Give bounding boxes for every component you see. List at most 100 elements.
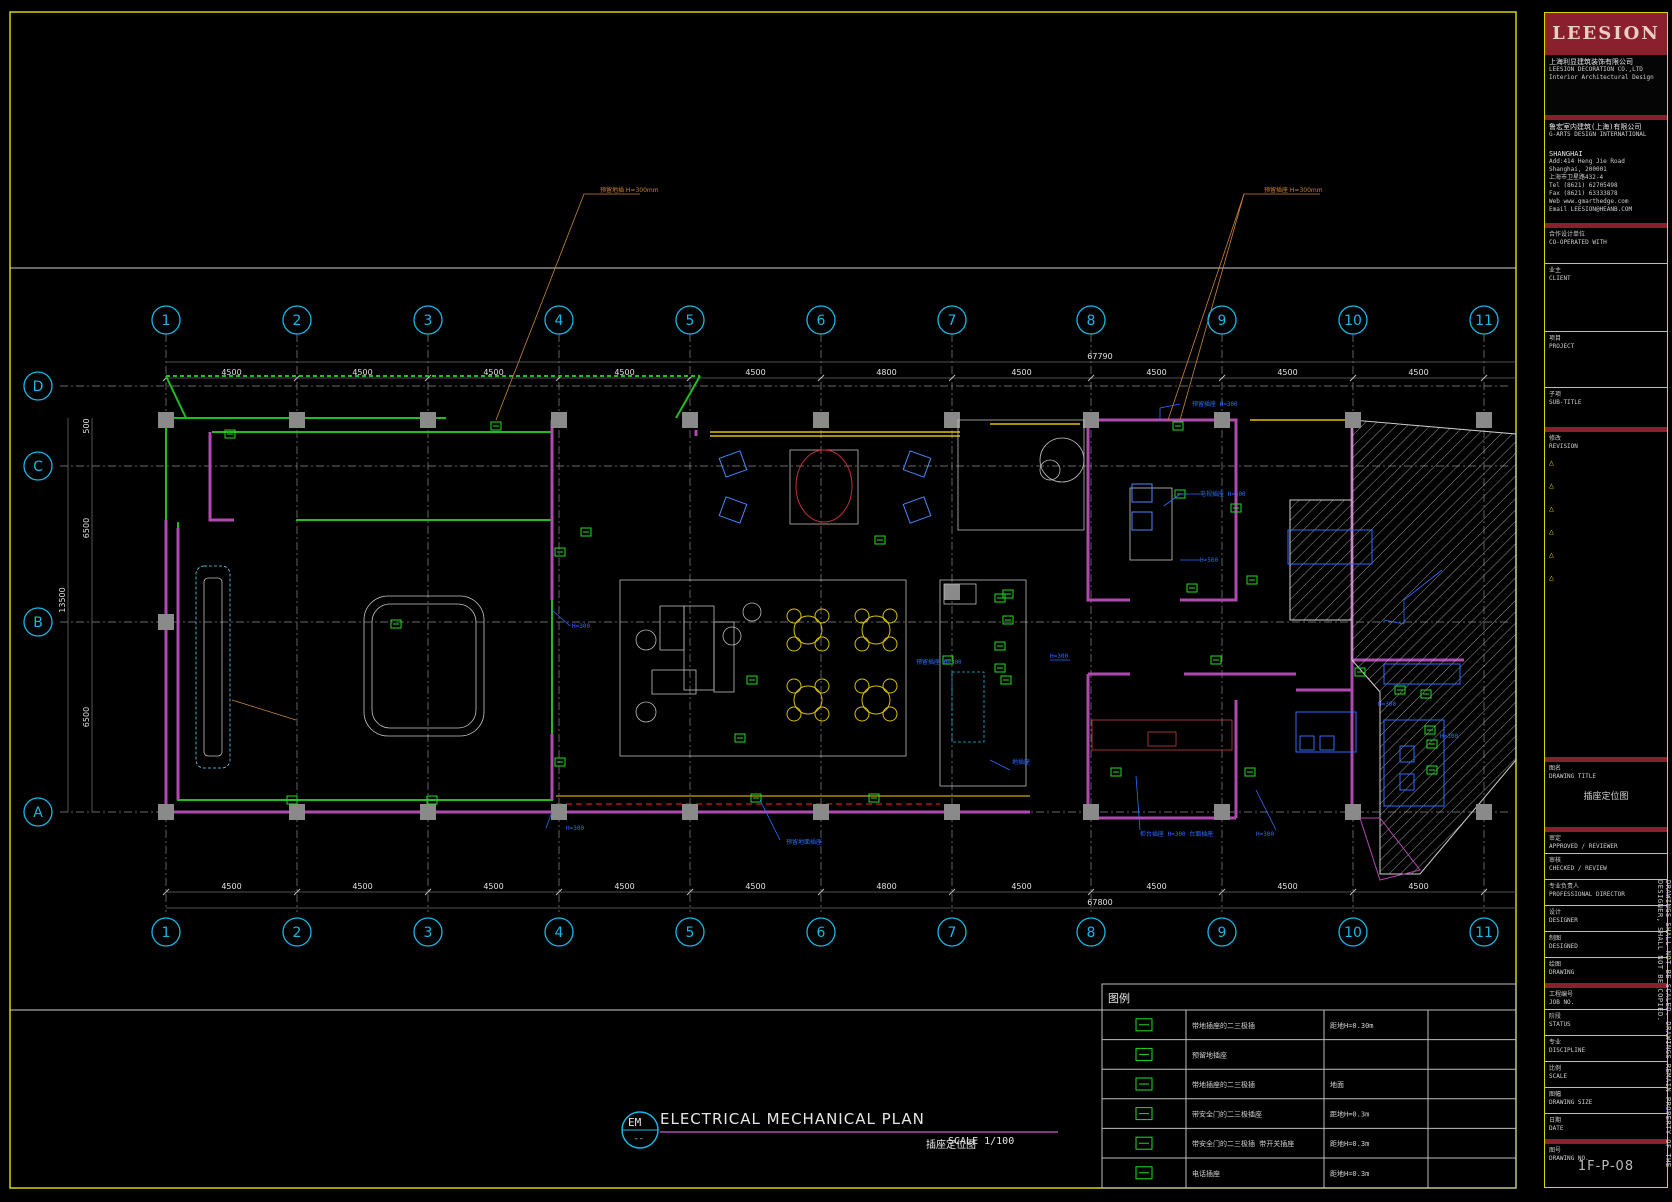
- grid-bubble-2: [282, 917, 312, 947]
- svg-text:H=300: H=300: [566, 825, 584, 832]
- legend-outlet-icon: [1135, 1047, 1153, 1061]
- outlet-icon: [1230, 503, 1242, 513]
- checked-label: 审核 CHECKED / REVIEW: [1545, 853, 1667, 879]
- grid-number-1: 1: [162, 925, 171, 941]
- outlet-box: [1394, 685, 1406, 695]
- grid-bubble-C: [23, 451, 53, 481]
- svg-text:预留地面插座: 预留地面插座: [786, 838, 822, 846]
- outlet-icon: [750, 793, 762, 803]
- chair-icon: [882, 678, 898, 694]
- column: [158, 614, 174, 630]
- chair-icon: [882, 706, 898, 722]
- company-logo: LEESION: [1545, 13, 1667, 55]
- outlet-box: [994, 641, 1006, 651]
- revision-triangle-icon: △: [1549, 550, 1554, 559]
- column: [1083, 412, 1099, 428]
- column: [813, 412, 829, 428]
- restroom-fixtures: [1295, 663, 1461, 881]
- grid-bubble-B: [23, 607, 53, 637]
- column: [682, 412, 698, 428]
- column: [1345, 412, 1361, 428]
- legend-note: 地面: [1330, 1080, 1344, 1089]
- outlet-box: [1002, 615, 1014, 625]
- dim-text: 4500: [745, 368, 765, 377]
- dining-set: [786, 678, 830, 722]
- co-operated-label: 合作设计单位 CO-OPERATED WITH: [1545, 223, 1667, 263]
- grid-letter-D: D: [33, 379, 44, 395]
- grid-bubble-3: [413, 917, 443, 947]
- plan-subtitle: 插座定位图: [926, 1140, 976, 1151]
- grid-number-6: 6: [817, 313, 826, 329]
- column: [420, 804, 436, 820]
- project-label: 项目 PROJECT: [1545, 331, 1667, 387]
- outlet-icon: [490, 421, 502, 431]
- outlet-box: [554, 547, 566, 557]
- dim-text: 4500: [1408, 368, 1428, 377]
- svg-text:H=300: H=300: [1050, 653, 1068, 660]
- dim-tick: [817, 374, 825, 382]
- sheet-number: 1F-P-08: [1577, 1159, 1635, 1174]
- grid-number-4: 4: [555, 925, 564, 941]
- outlet-box: [734, 733, 746, 743]
- outlet-box: [868, 793, 880, 803]
- legend-outlet-icon: [1135, 1107, 1153, 1121]
- outlet-icon: [1244, 767, 1256, 777]
- column: [944, 412, 960, 428]
- chair-icon: [814, 678, 830, 694]
- dim-total: 67790: [1087, 352, 1112, 361]
- column: [1476, 804, 1492, 820]
- revision-triangle-icon: △: [1549, 481, 1554, 490]
- outlet-box: [554, 757, 566, 767]
- grid-bubble-8: [1076, 917, 1106, 947]
- outlet-icon: [426, 795, 438, 805]
- dim-text: 4500: [1408, 882, 1428, 891]
- outlet-icon: [554, 757, 566, 767]
- grid-number-5: 5: [686, 313, 695, 329]
- grid-bubble-1: [151, 917, 181, 947]
- dim-text-left: 500: [82, 418, 91, 433]
- column: [420, 412, 436, 428]
- plan-tag-top: EM: [628, 1116, 642, 1129]
- column: [551, 804, 567, 820]
- svg-text:柜台插座 H=300 台面插座: 柜台插座 H=300 台面插座: [1140, 830, 1213, 838]
- svg-text:预留插座 H=300: 预留插座 H=300: [916, 658, 962, 666]
- revision-triangle-icon: △: [1549, 458, 1554, 467]
- outlet-icon: [1426, 765, 1438, 775]
- job-no-label: 工程编号 JOB NO.: [1545, 983, 1667, 1009]
- dim-text: 4500: [1277, 882, 1297, 891]
- subtitle-label: 子项 SUB-TITLE: [1545, 387, 1667, 427]
- table-icon: [793, 685, 823, 715]
- outlet-box: [750, 793, 762, 803]
- outlet-box: [1230, 503, 1242, 513]
- outlet-box: [390, 619, 402, 629]
- dim-text: 4500: [352, 368, 372, 377]
- grid-number-4: 4: [555, 313, 564, 329]
- grid-bubble-10: [1338, 917, 1368, 947]
- legend-outlet-icon: [1135, 1018, 1153, 1032]
- company-fax: Fax (8621) 63333878: [1549, 190, 1618, 197]
- outlet-box: [1210, 655, 1222, 665]
- outlet-icon: [1420, 689, 1432, 699]
- outlet-icon: [994, 641, 1006, 651]
- column: [1214, 804, 1230, 820]
- outlet-icon: [1186, 583, 1198, 593]
- chair-icon: [814, 636, 830, 652]
- chair-icon: [854, 636, 870, 652]
- outlet-box: [1000, 675, 1012, 685]
- outlet-box: [580, 527, 592, 537]
- grid-bubble-6: [806, 305, 836, 335]
- legend-icon-box: [1135, 1166, 1153, 1180]
- dim-tick: [1480, 888, 1488, 896]
- outlet-box: [1172, 421, 1184, 431]
- grid-bubble-8: [1076, 305, 1106, 335]
- plan-tag-bottom: --: [634, 1134, 644, 1143]
- column: [944, 804, 960, 820]
- grid-bubble-7: [937, 305, 967, 335]
- outlet-icon: [1210, 655, 1222, 665]
- column: [1083, 804, 1099, 820]
- grid-number-2: 2: [293, 925, 302, 941]
- dim-text: 4500: [1011, 882, 1031, 891]
- legend-icon-box: [1135, 1136, 1153, 1150]
- legend-note: 距地H=0.3m: [1330, 1169, 1369, 1178]
- grid-letter-B: B: [33, 615, 43, 631]
